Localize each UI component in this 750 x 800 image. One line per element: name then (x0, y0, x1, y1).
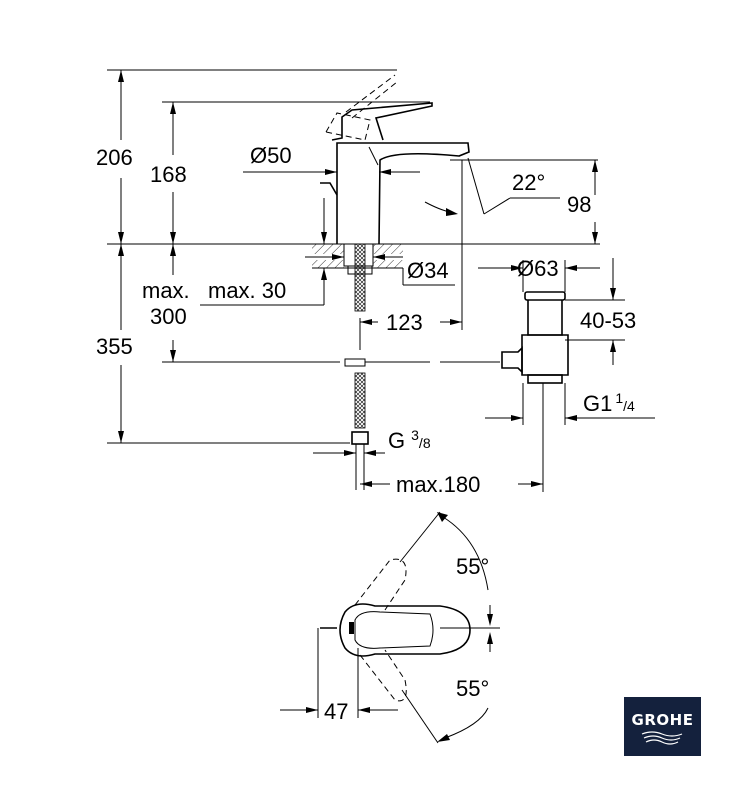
dim-355: 355 (96, 334, 133, 359)
waves-icon (641, 731, 683, 745)
dim-300: 300 (150, 304, 187, 329)
dim-deck-thickness: max. 30 (208, 278, 286, 303)
horizontal-dimensions (243, 169, 543, 487)
faucet-top-view (280, 511, 500, 744)
dim-206: 206 (96, 145, 133, 170)
dim-angle-lower: 55° (456, 676, 489, 701)
logo-text: GROHE (631, 711, 694, 729)
pop-up-waste (478, 258, 655, 492)
dim-angle-upper: 55° (456, 554, 489, 579)
dim-waste-diameter: Ø63 (517, 256, 559, 281)
dim-waste-offset: max.180 (396, 472, 480, 497)
dim-body-diameter: Ø50 (250, 143, 292, 168)
dim-168: 168 (150, 162, 187, 187)
grohe-logo: GROHE (624, 697, 701, 756)
dim-spout-reach: 123 (386, 310, 423, 335)
dim-spout-angle: 22° (512, 170, 545, 195)
dim-waste-range: 40-53 (580, 308, 636, 333)
dim-98: 98 (567, 192, 591, 217)
vertical-dimensions (118, 70, 598, 443)
spout-angle (424, 157, 560, 216)
faucet-side-view (312, 74, 500, 490)
dim-max-label: max. (142, 278, 190, 303)
dim-hole-diameter: Ø34 (407, 258, 449, 283)
dim-lever-offset: 47 (324, 699, 348, 724)
